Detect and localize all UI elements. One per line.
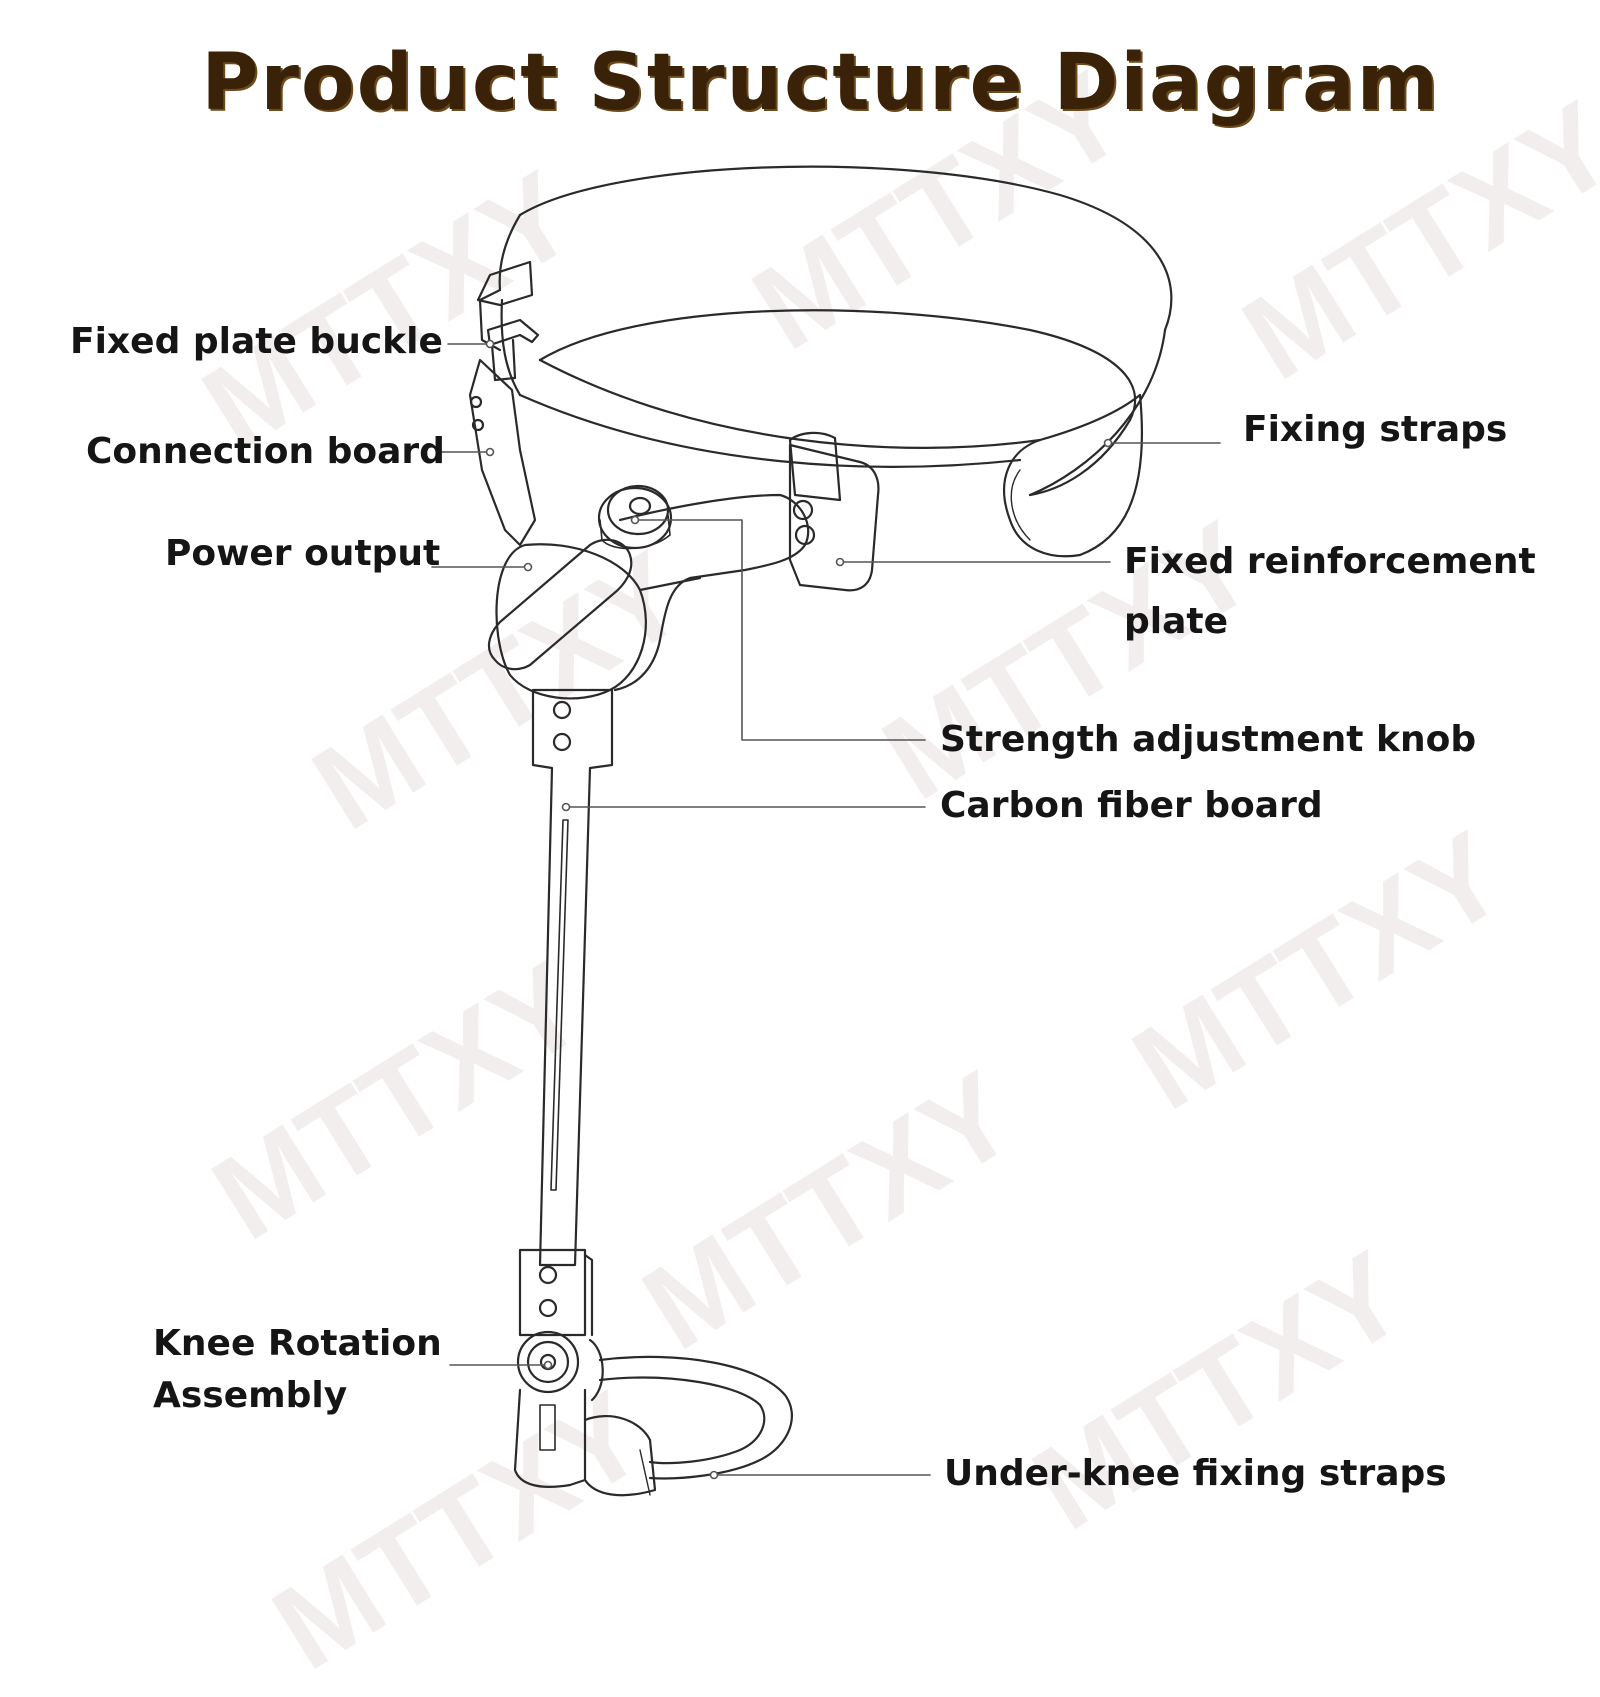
callout-lines xyxy=(431,339,1221,1480)
knee-rotation-assembly xyxy=(513,1248,604,1488)
label-knee-rotation-assembly: Knee Rotation Assembly xyxy=(153,1318,442,1422)
fixed-reinforcement-plate xyxy=(788,431,880,592)
label-line: Fixed reinforcement xyxy=(1124,541,1536,582)
label-line: plate xyxy=(1124,601,1229,642)
hip-joint xyxy=(487,484,816,700)
label-connection-board: Connection board xyxy=(86,431,445,472)
label-power-output: Power output xyxy=(165,533,441,574)
label-strength-adjustment-knob: Strength adjustment knob xyxy=(940,719,1477,760)
label-line: Knee Rotation xyxy=(153,1323,442,1364)
label-fixing-straps: Fixing straps xyxy=(1243,409,1508,450)
fixing-strap-flap xyxy=(1003,393,1144,558)
label-fixed-reinforcement-plate: Fixed reinforcement plate xyxy=(1124,532,1536,652)
carbon-fiber-board xyxy=(531,688,614,1267)
fixed-plate-buckle xyxy=(476,260,540,382)
label-line: Assembly xyxy=(153,1375,348,1416)
waist-belt xyxy=(478,165,1173,558)
label-under-knee-fixing-straps: Under-knee fixing straps xyxy=(944,1453,1447,1494)
diagram-canvas: MTTXY MTTXY MTTXY MTTXY MTTXY MTTXY MTTX… xyxy=(70,38,1600,1695)
label-fixed-plate-buckle: Fixed plate buckle xyxy=(70,321,443,362)
connection-board xyxy=(468,358,537,547)
strength-adjustment-knob xyxy=(597,484,673,550)
label-carbon-fiber-board: Carbon fiber board xyxy=(940,785,1323,826)
brace-drawing xyxy=(431,165,1221,1497)
page-title: Product Structure Diagram xyxy=(201,38,1440,128)
